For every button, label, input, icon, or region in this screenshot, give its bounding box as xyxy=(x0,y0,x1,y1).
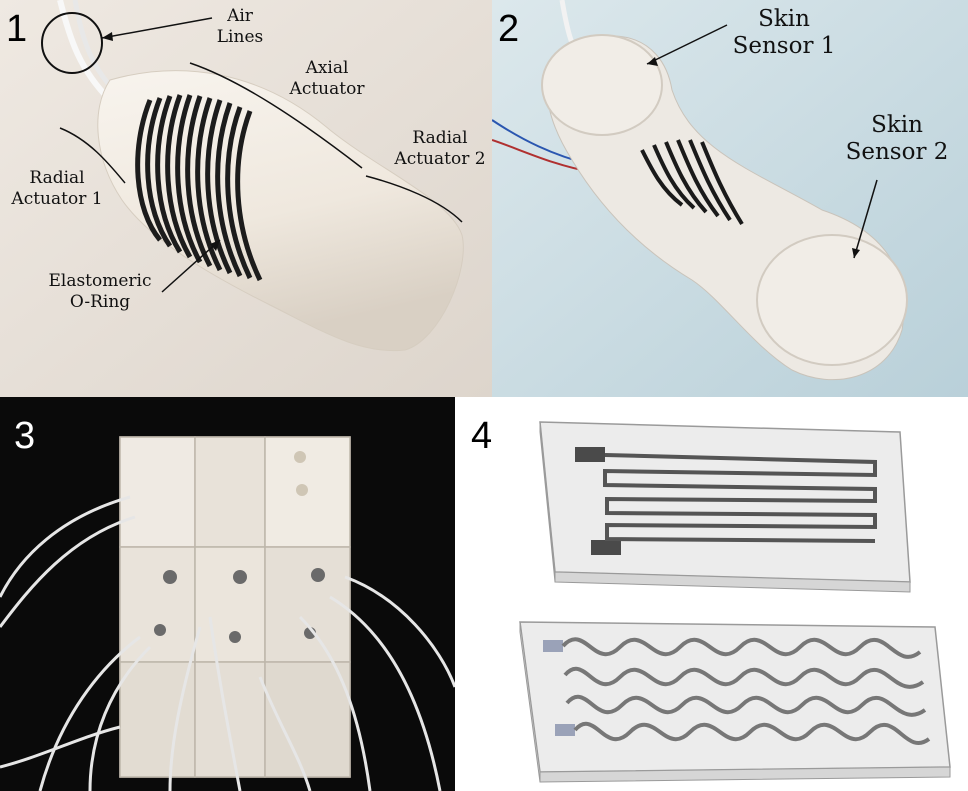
panel-2-photo: 2 Skin Sensor 1 Skin Sensor 2 xyxy=(492,0,968,397)
bottom-contact-pad-1 xyxy=(543,640,563,652)
air-lines-circle xyxy=(41,12,103,74)
label-skin-sensor-2: Skin Sensor 2 xyxy=(845,112,949,165)
panel-1-photo: 1 Air Lines Axial Actuator Radial Actuat… xyxy=(0,0,492,397)
panel-number-2: 2 xyxy=(498,8,520,50)
label-air-lines: Air Lines xyxy=(216,6,264,47)
panel-number-3: 3 xyxy=(14,415,36,457)
label-radial-actuator-2: Radial Actuator 2 xyxy=(394,128,486,169)
cube-block xyxy=(119,436,351,778)
top-contact-pad-2 xyxy=(591,540,621,555)
panel-number-1: 1 xyxy=(6,8,28,50)
oring-bands xyxy=(135,94,263,282)
skin-sensor-1-disc xyxy=(541,34,663,136)
sensor-layouts-diagram xyxy=(519,421,951,783)
label-axial-actuator: Axial Actuator xyxy=(289,58,365,99)
bottom-wave-traces xyxy=(561,637,931,745)
modular-cube-photo xyxy=(0,397,455,791)
panel-3-photo: 3 xyxy=(0,397,455,791)
panel-number-4: 4 xyxy=(471,415,493,457)
label-elastomeric-oring: Elastomeric O-Ring xyxy=(48,271,152,312)
actuator-photo xyxy=(0,0,492,397)
sensor-actuator-photo xyxy=(492,0,968,397)
bottom-contact-pad-2 xyxy=(555,724,575,736)
label-radial-actuator-1: Radial Actuator 1 xyxy=(11,168,103,209)
panel-4-diagram: 4 xyxy=(455,397,968,791)
top-serpentine-trace xyxy=(603,453,877,543)
label-skin-sensor-1: Skin Sensor 1 xyxy=(732,6,836,59)
skin-sensor-2-disc xyxy=(756,234,908,366)
top-contact-pad-1 xyxy=(575,447,605,462)
